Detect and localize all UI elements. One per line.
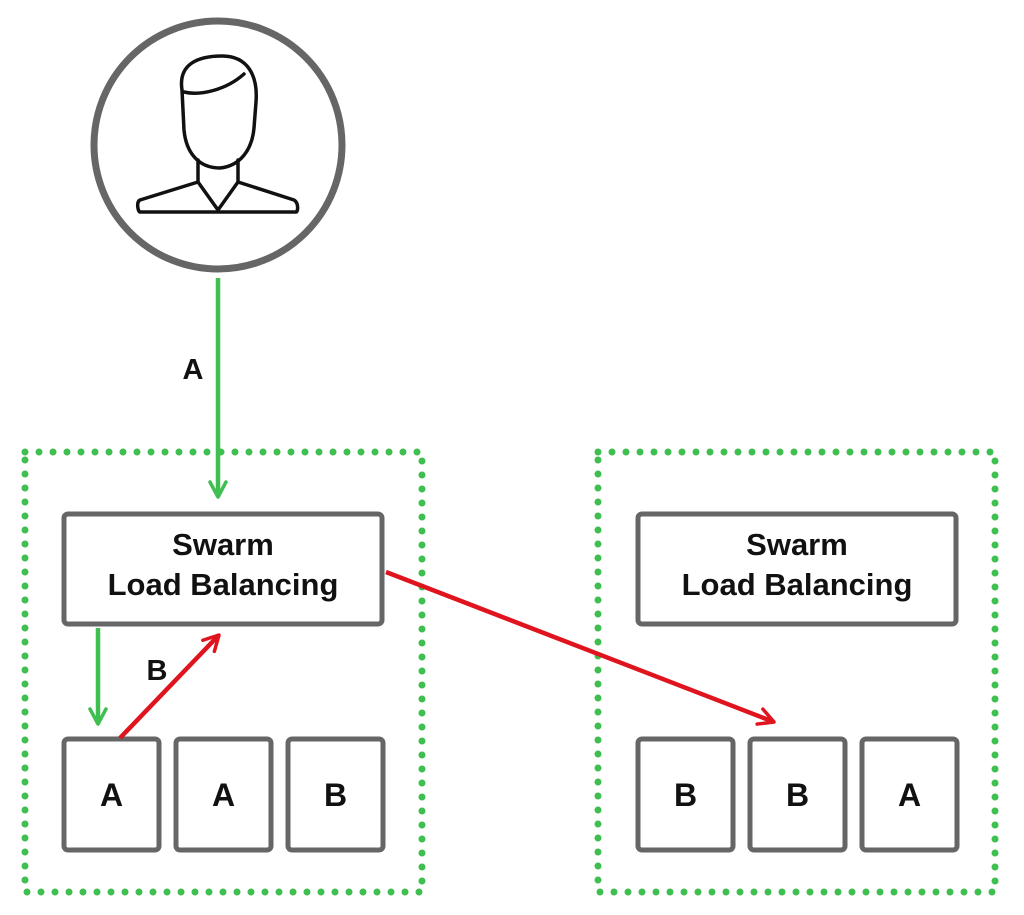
node-1-container-1: A bbox=[61, 736, 162, 853]
container-label: A bbox=[212, 777, 235, 813]
container-label: B bbox=[786, 777, 809, 813]
node-1-load-balancer: Swarm Load Balancing bbox=[61, 511, 385, 627]
node-1-boundary bbox=[21, 448, 426, 896]
node-1-lb-line1: Swarm bbox=[172, 527, 274, 562]
container-label: B bbox=[674, 777, 697, 813]
node-2-container-1: B bbox=[635, 736, 736, 853]
user-icon bbox=[135, 54, 300, 214]
node-1-container-3: B bbox=[285, 736, 386, 853]
container-label: B bbox=[324, 777, 347, 813]
node-2-container-2: B bbox=[747, 736, 848, 853]
node-2-lb-line1: Swarm bbox=[746, 527, 848, 562]
user-node bbox=[90, 17, 346, 273]
redirect-label: B bbox=[147, 655, 168, 687]
node-2-container-3: A bbox=[859, 736, 960, 853]
node-1-lb-line2: Load Balancing bbox=[108, 567, 339, 602]
user-to-lb-label: A bbox=[183, 354, 204, 386]
lb-to-node-2-arrow bbox=[385, 569, 776, 726]
user-circle bbox=[90, 17, 346, 273]
node-2-lb-line2: Load Balancing bbox=[682, 567, 913, 602]
node-1-container-2: A bbox=[173, 736, 274, 853]
node-2-boundary bbox=[594, 448, 999, 896]
container-label: A bbox=[100, 777, 123, 813]
container-label: A bbox=[898, 777, 921, 813]
node-2-load-balancer: Swarm Load Balancing bbox=[635, 511, 959, 627]
container-to-lb-redirect-arrow bbox=[118, 633, 221, 740]
